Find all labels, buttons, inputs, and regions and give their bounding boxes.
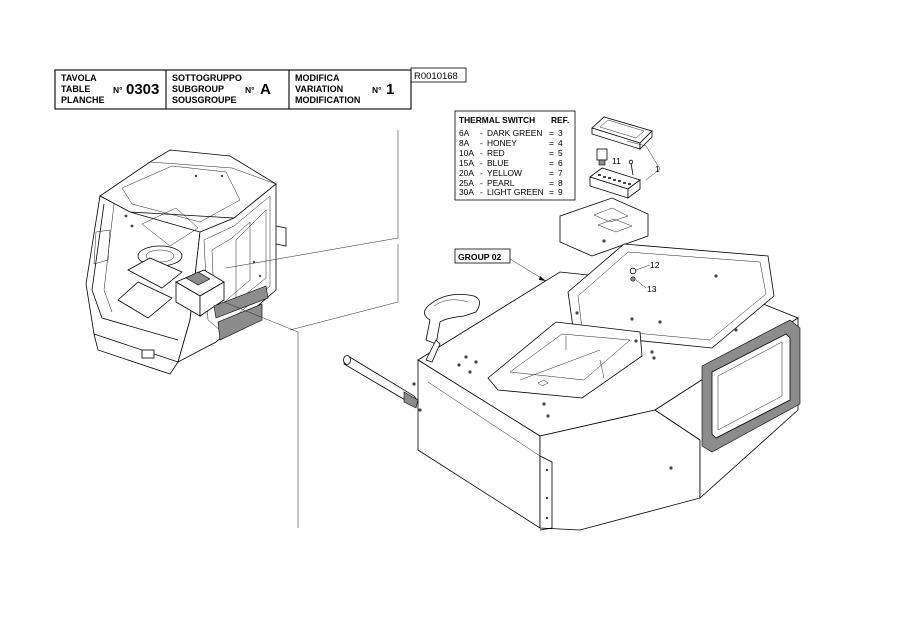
subgroup-label-it: SOTTOGRUPPO (172, 73, 242, 83)
svg-text:=: = (549, 178, 554, 188)
svg-text:6: 6 (558, 158, 563, 168)
table-row: 25A - PEARL = 8 (459, 178, 563, 188)
callout-11: 11 (612, 156, 621, 166)
detail-leader-lines (223, 130, 399, 528)
thermal-switch-table: THERMAL SWITCH REF. 6A - DARK GREEN = 3 … (454, 110, 576, 201)
fuse-box-exploded: 1 11 (589, 116, 661, 199)
cab-illustration (85, 149, 287, 375)
title-modification-cell: MODIFICA VARIATION MODIFICATION N° 1 (295, 73, 394, 105)
svg-text:20A: 20A (459, 168, 474, 178)
svg-text:=: = (549, 158, 554, 168)
svg-text:9: 9 (558, 187, 563, 197)
svg-text:-: - (480, 178, 483, 188)
reference-box (410, 67, 467, 83)
subgroup-no-label: N° (245, 85, 255, 95)
modification-number: 1 (386, 81, 394, 98)
title-table-cell: TAVOLA TABLE PLANCHE N° 0303 (61, 73, 159, 105)
svg-text:-: - (480, 148, 483, 158)
table-label-fr: PLANCHE (61, 95, 105, 105)
svg-text:HONEY: HONEY (487, 138, 517, 148)
table-row: 20A - YELLOW = 7 (459, 168, 563, 178)
svg-text:8A: 8A (459, 138, 470, 148)
rear-housing (559, 197, 649, 257)
svg-text:BLUE: BLUE (487, 158, 509, 168)
svg-text:-: - (480, 158, 483, 168)
svg-text:10A: 10A (459, 148, 474, 158)
svg-text:DARK GREEN: DARK GREEN (487, 128, 542, 138)
table-row: 8A - HONEY = 4 (459, 138, 563, 148)
svg-text:3: 3 (558, 128, 563, 138)
steering-column (343, 355, 419, 409)
table-row: 6A - DARK GREEN = 3 (459, 128, 563, 138)
title-subgroup-cell: SOTTOGRUPPO SUBGROUP SOUSGROUPE N° A (172, 73, 271, 105)
callout-1: 1 (655, 164, 660, 174)
svg-text:-: - (480, 168, 483, 178)
thermal-switch-header: THERMAL SWITCH (459, 115, 535, 125)
svg-text:=: = (549, 187, 554, 197)
modification-label-it: MODIFICA (295, 73, 340, 83)
svg-text:=: = (549, 148, 554, 158)
svg-text:YELLOW: YELLOW (487, 168, 522, 178)
subgroup-label-en: SUBGROUP (172, 84, 224, 94)
leader-line-1 (645, 145, 661, 170)
modification-label-en: VARIATION (295, 84, 343, 94)
svg-text:5: 5 (558, 148, 563, 158)
svg-text:-: - (480, 128, 483, 138)
svg-text:25A: 25A (459, 178, 474, 188)
svg-text:4: 4 (558, 138, 563, 148)
title-block: R0010168 TAVOLA TABLE PLANCHE N° 0303 SO… (54, 67, 467, 110)
screw (629, 264, 651, 289)
drawing-reference: R0010168 (414, 71, 458, 82)
front-recess (487, 321, 643, 399)
svg-text:7: 7 (558, 168, 563, 178)
svg-text:-: - (480, 138, 483, 148)
table-label-it: TAVOLA (61, 73, 97, 83)
table-row: 10A - RED = 5 (459, 148, 563, 158)
screw (628, 159, 634, 176)
svg-text:=: = (549, 168, 554, 178)
table-label-en: TABLE (61, 84, 90, 94)
svg-text:8: 8 (558, 178, 563, 188)
fuse-box-cover (591, 116, 653, 150)
svg-text:6A: 6A (459, 128, 470, 138)
svg-text:-: - (480, 187, 483, 197)
mounting-holes (412, 239, 738, 470)
subgroup-number: A (260, 81, 271, 98)
ref-header: REF. (551, 115, 569, 125)
svg-text:PEARL: PEARL (487, 178, 515, 188)
group-02-console: GROUP 02 (343, 197, 801, 531)
modification-label-fr: MODIFICATION (295, 95, 360, 105)
thermal-switch-fuse (596, 148, 608, 166)
svg-text:15A: 15A (459, 158, 474, 168)
svg-text:=: = (549, 128, 554, 138)
table-row: 15A - BLUE = 6 (459, 158, 563, 168)
table-number: 0303 (126, 81, 159, 98)
cab-roof (99, 149, 277, 219)
group-label: GROUP 02 (458, 252, 502, 262)
svg-text:LIGHT GREEN: LIGHT GREEN (487, 187, 544, 197)
control-lever (424, 293, 480, 363)
callout-12: 12 (650, 260, 660, 270)
table-row: 30A - LIGHT GREEN = 9 (459, 187, 563, 197)
svg-text:30A: 30A (459, 187, 474, 197)
gasket-frame (701, 319, 801, 453)
subgroup-label-fr: SOUSGROUPE (172, 95, 237, 105)
modification-no-label: N° (372, 85, 382, 95)
callout-13: 13 (647, 284, 657, 294)
fuse-holder (589, 167, 641, 199)
table-no-label: N° (113, 85, 123, 95)
svg-text:=: = (549, 138, 554, 148)
group-label-box (454, 248, 511, 264)
svg-text:RED: RED (487, 148, 505, 158)
